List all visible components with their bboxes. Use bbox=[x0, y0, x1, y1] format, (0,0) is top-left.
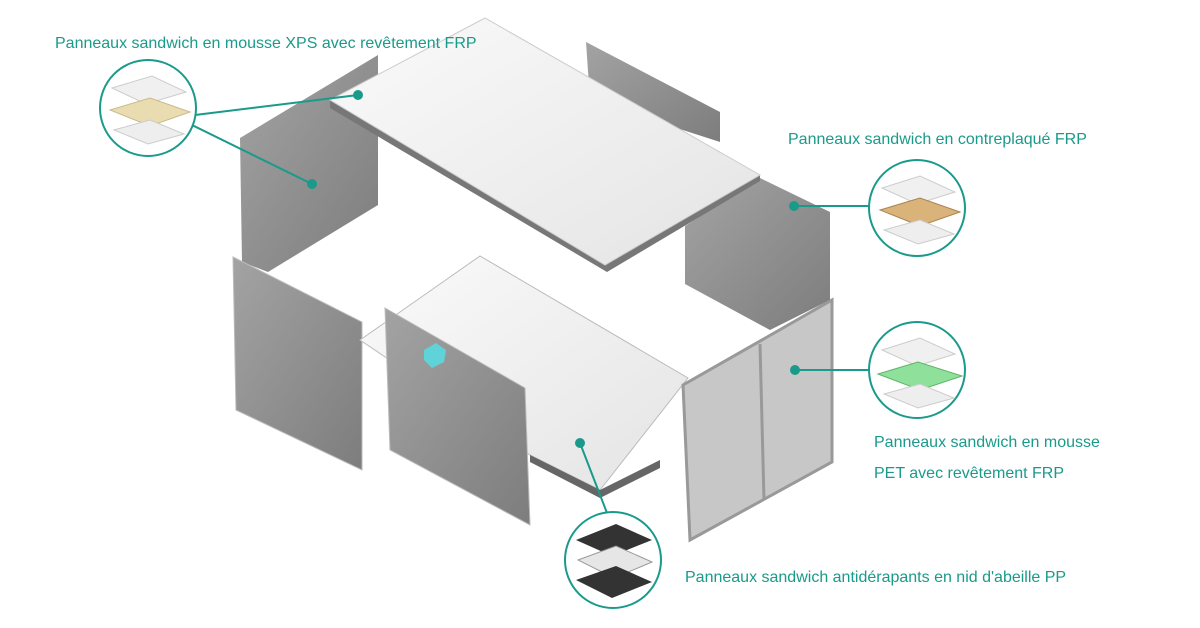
pet-panel-label-line2: PET avec revêtement FRP bbox=[874, 465, 1064, 482]
pet-panel-label-line1: Panneaux sandwich en mousse bbox=[874, 434, 1100, 451]
pet-sample-circle bbox=[868, 321, 966, 419]
xps-panel-label: Panneaux sandwich en mousse XPS avec rev… bbox=[55, 35, 477, 52]
roof-panel bbox=[328, 17, 762, 266]
plywood-panel-label: Panneaux sandwich en contreplaqué FRP bbox=[788, 131, 1087, 148]
plywood-sample-circle bbox=[868, 159, 966, 257]
pp-panel-label: Panneaux sandwich antidérapants en nid d… bbox=[685, 569, 1067, 586]
leader-lines bbox=[191, 90, 869, 514]
rear-doors bbox=[681, 297, 834, 543]
right-side-wall-panel bbox=[685, 178, 830, 330]
xps-sample-circle bbox=[99, 59, 197, 157]
rear-upper-panel bbox=[586, 42, 720, 142]
logo-cube bbox=[424, 343, 446, 368]
floor-panel-edge bbox=[530, 455, 660, 498]
front-wall-panel bbox=[384, 307, 531, 526]
side-door-panel bbox=[232, 256, 363, 471]
pp-honeycomb-sample-circle bbox=[564, 511, 662, 609]
